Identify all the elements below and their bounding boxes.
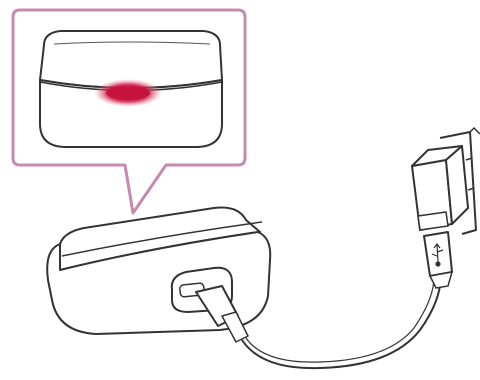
outlet-plate: [439, 131, 477, 235]
usb-cable: [241, 269, 442, 370]
adapter-side: [445, 145, 469, 225]
outlet-edge: [469, 126, 480, 135]
ac-adapter: [411, 145, 469, 231]
lid-highlight: [53, 41, 211, 45]
usb-symbol-icon: [431, 243, 444, 267]
outlet-slots: [465, 157, 475, 191]
callout-bubble: [11, 8, 247, 215]
indicator-light: [106, 86, 150, 100]
magnified-case: [39, 30, 223, 148]
wall-outlet: [439, 126, 480, 235]
usb-c-plug: [195, 285, 249, 343]
usb-cable-inner: [245, 271, 435, 363]
usb-a-connector: [423, 231, 454, 289]
usb-a-boot: [428, 271, 454, 289]
adapter-port: [417, 211, 449, 231]
plug-strain-relief: [221, 311, 249, 343]
case-edge: [61, 221, 263, 257]
